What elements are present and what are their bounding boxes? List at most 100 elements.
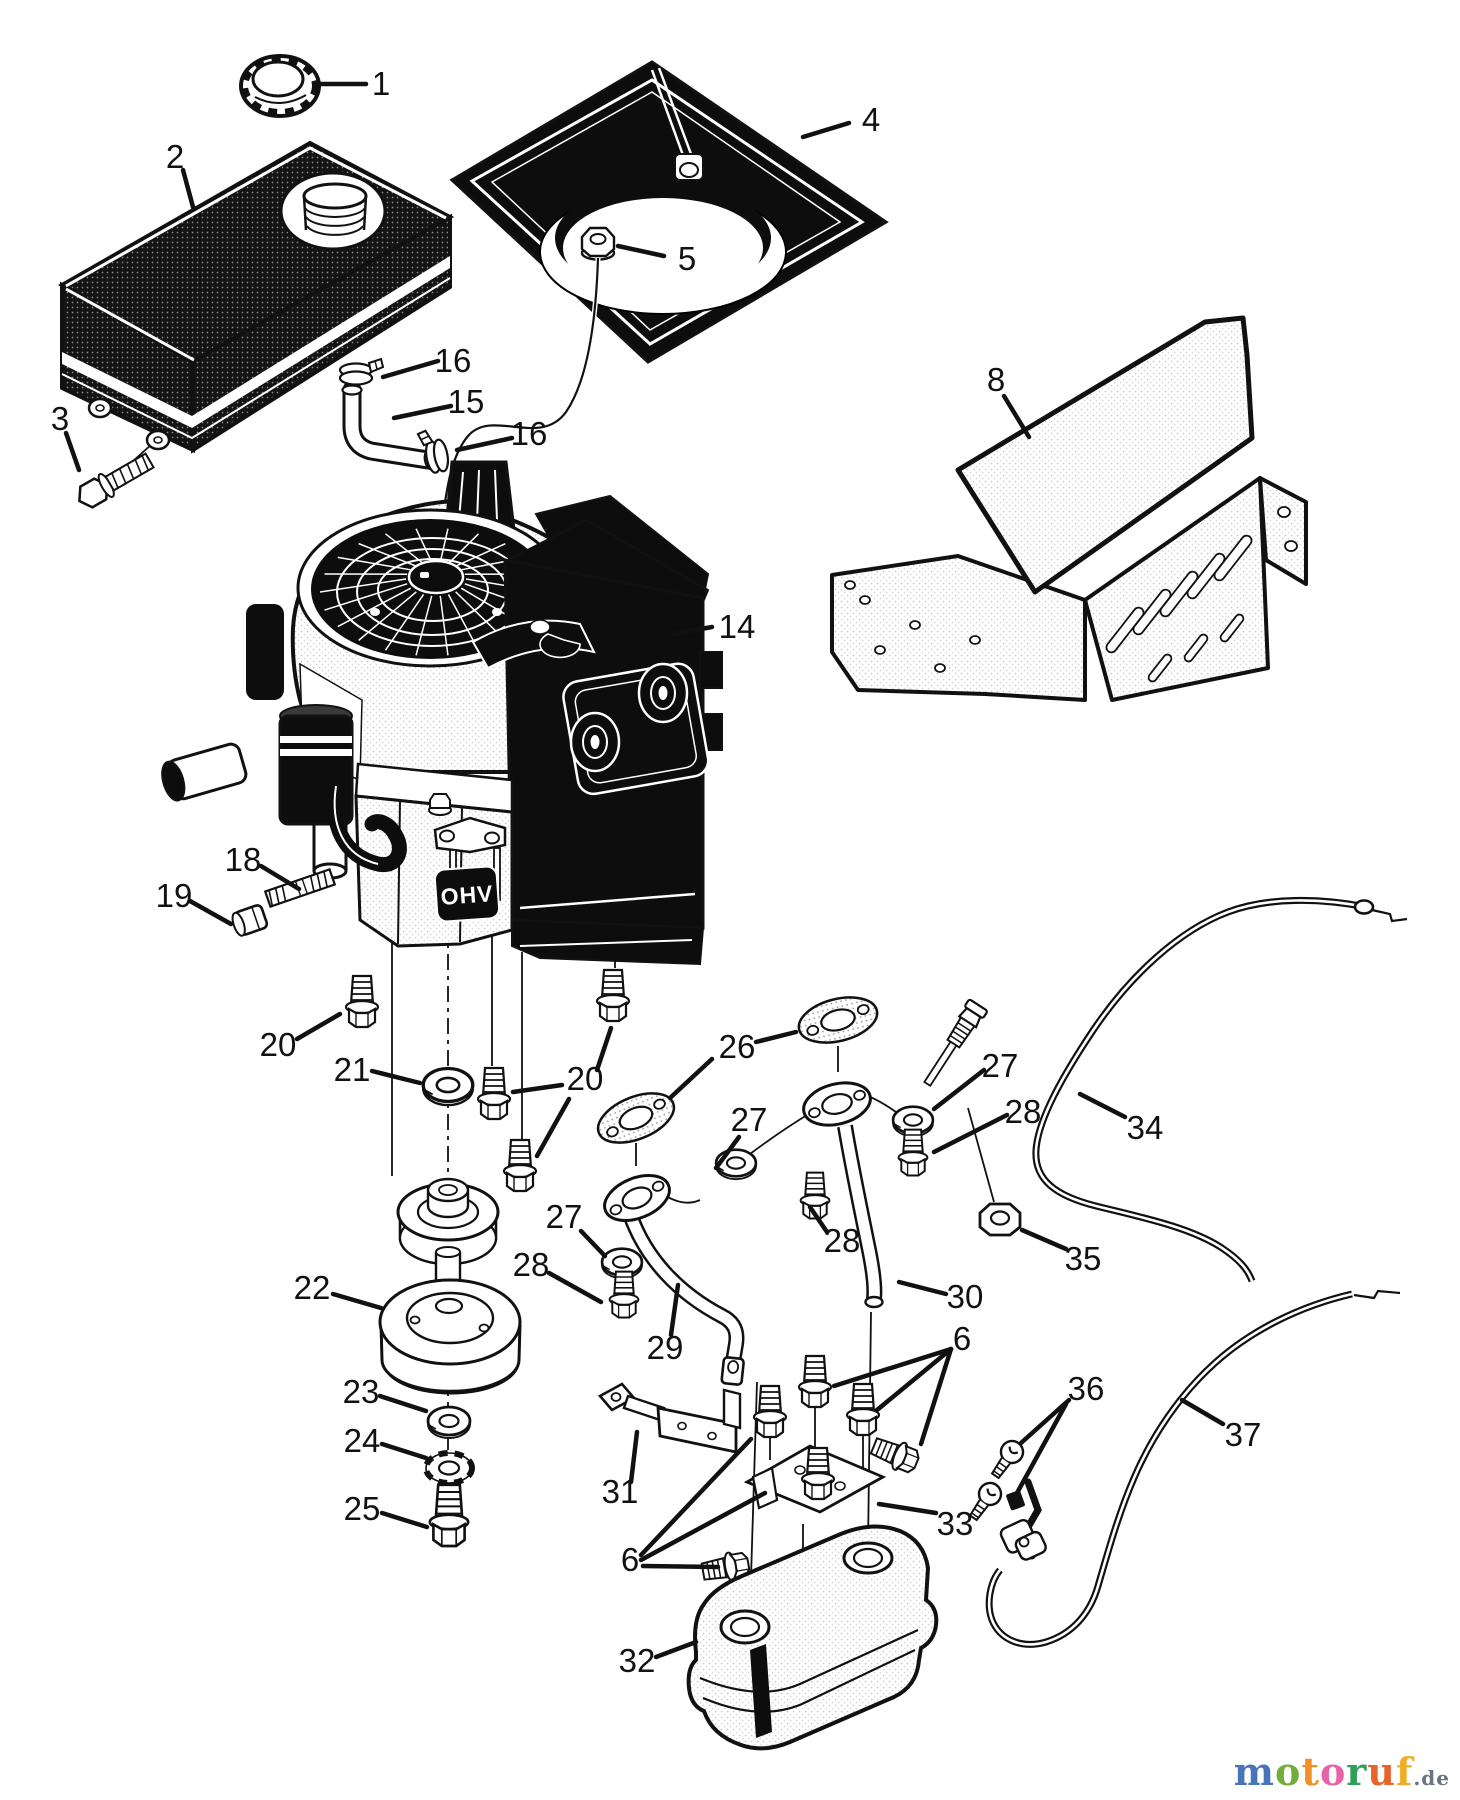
leader-line-37 bbox=[1179, 1397, 1226, 1427]
leader-line-26 bbox=[667, 1056, 715, 1101]
callout-18-10: 18 bbox=[225, 841, 262, 878]
watermark-letter: o bbox=[1275, 1749, 1302, 1794]
callout-32-31: 32 bbox=[619, 1642, 656, 1679]
part-washer-27-mid bbox=[714, 1148, 758, 1181]
leader-line-32 bbox=[653, 1639, 699, 1660]
leader-line-15 bbox=[391, 403, 454, 421]
callout-15-6: 15 bbox=[448, 383, 485, 420]
leader-line-21 bbox=[369, 1068, 423, 1086]
valve-cover-bosses bbox=[569, 662, 689, 773]
callout-29-26: 29 bbox=[647, 1329, 684, 1366]
leader-line-31 bbox=[628, 1429, 640, 1485]
site-watermark-suffix: .de bbox=[1413, 1766, 1450, 1790]
cable-end-fitting bbox=[923, 998, 988, 1088]
part-blower-pan bbox=[381, 60, 889, 659]
leader-line-27 bbox=[713, 1134, 742, 1171]
leader-line-6 bbox=[638, 1436, 754, 1558]
leader-line-23 bbox=[377, 1393, 429, 1414]
part-engine: OHV bbox=[161, 460, 723, 966]
leader-line-28 bbox=[931, 1112, 1010, 1155]
part-pulley-stack bbox=[378, 1177, 522, 1395]
leader-line-20 bbox=[534, 1096, 572, 1159]
leader-line-30 bbox=[896, 1279, 949, 1297]
callout-28-23: 28 bbox=[824, 1222, 861, 1259]
leader-line-26 bbox=[753, 1029, 799, 1045]
leader-line-28 bbox=[807, 1204, 830, 1235]
leader-line-24 bbox=[379, 1441, 429, 1461]
site-watermark-word: motoruf bbox=[1234, 1749, 1414, 1794]
leader-line-6 bbox=[831, 1346, 954, 1389]
callout-37-36: 37 bbox=[1225, 1416, 1262, 1453]
leader-line-29 bbox=[668, 1282, 681, 1338]
callout-26-19: 26 bbox=[719, 1028, 756, 1065]
part-washer-21 bbox=[421, 1066, 475, 1107]
callout-27-24: 27 bbox=[982, 1047, 1019, 1084]
part-cable-clamp-36 bbox=[963, 1435, 1047, 1561]
leader-line-36 bbox=[1014, 1401, 1069, 1496]
leader-line-35 bbox=[1019, 1227, 1069, 1252]
fan-spoke bbox=[439, 595, 449, 656]
leader-line-16 bbox=[380, 358, 441, 380]
part-cap-nut bbox=[231, 904, 269, 937]
watermark-letter: m bbox=[1233, 1749, 1276, 1794]
callout-28-25: 28 bbox=[1005, 1093, 1042, 1130]
leader-line-28 bbox=[546, 1270, 604, 1305]
fan-spoke bbox=[415, 595, 433, 656]
callout-22-15: 22 bbox=[294, 1269, 331, 1306]
part-cable-34 bbox=[923, 896, 1408, 1283]
callout-21-13: 21 bbox=[334, 1051, 371, 1088]
leader-line-16 bbox=[454, 435, 515, 453]
watermark-letter: r bbox=[1346, 1749, 1368, 1794]
part-exhaust-pipe-30 bbox=[797, 1074, 884, 1309]
callout-27-20: 27 bbox=[546, 1198, 583, 1235]
leader-line-8 bbox=[1001, 393, 1032, 440]
fan-spoke bbox=[455, 542, 506, 567]
callout-6-30: 6 bbox=[953, 1320, 971, 1357]
callout-8-8: 8 bbox=[987, 361, 1005, 398]
leader-line-36 bbox=[1018, 1397, 1072, 1446]
fan-spoke bbox=[447, 533, 480, 565]
leader-line-3 bbox=[63, 430, 82, 473]
leader-line-18 bbox=[258, 863, 302, 892]
fan-spoke bbox=[385, 533, 424, 565]
callout-24-17: 24 bbox=[344, 1422, 381, 1459]
part-tank-bolt bbox=[78, 452, 155, 509]
fan-spoke bbox=[337, 556, 411, 571]
part-cable-37 bbox=[985, 1289, 1401, 1648]
leader-line-14 bbox=[670, 624, 715, 637]
part-fuel-cap bbox=[239, 54, 321, 118]
callout-19-11: 19 bbox=[156, 877, 193, 914]
callout-4-3: 4 bbox=[862, 101, 880, 138]
leader-line-6 bbox=[640, 1563, 721, 1570]
callout-25-18: 25 bbox=[344, 1490, 381, 1527]
part-fuel-hose bbox=[338, 357, 452, 476]
part-heat-shield bbox=[830, 315, 1308, 702]
callout-23-16: 23 bbox=[343, 1373, 380, 1410]
callout-16-5: 16 bbox=[435, 342, 472, 379]
leader-line-19 bbox=[187, 898, 234, 927]
callout-27-22: 27 bbox=[731, 1101, 768, 1138]
fan-spoke bbox=[319, 578, 407, 593]
leader-line-20 bbox=[294, 1011, 343, 1042]
callout-34-33: 34 bbox=[1127, 1109, 1164, 1146]
part-pan-nut bbox=[580, 226, 616, 261]
leader-line-6 bbox=[874, 1346, 954, 1413]
callout-20-12: 20 bbox=[260, 1026, 297, 1063]
fan-spoke bbox=[358, 542, 417, 567]
callout-14-9: 14 bbox=[719, 608, 756, 645]
part-nut-35 bbox=[978, 1202, 1022, 1237]
callout-28-21: 28 bbox=[513, 1246, 550, 1283]
leader-line-20 bbox=[510, 1082, 565, 1095]
callout-2-1: 2 bbox=[166, 138, 184, 175]
callout-30-27: 30 bbox=[947, 1278, 984, 1315]
callout-36-35: 36 bbox=[1068, 1370, 1105, 1407]
leader-line-33 bbox=[876, 1501, 939, 1516]
fan-spoke bbox=[337, 587, 412, 628]
watermark-letter: o bbox=[1319, 1749, 1347, 1794]
part-washer-23 bbox=[426, 1405, 472, 1440]
leader-line-4 bbox=[800, 120, 852, 140]
fan-spoke bbox=[324, 583, 408, 611]
